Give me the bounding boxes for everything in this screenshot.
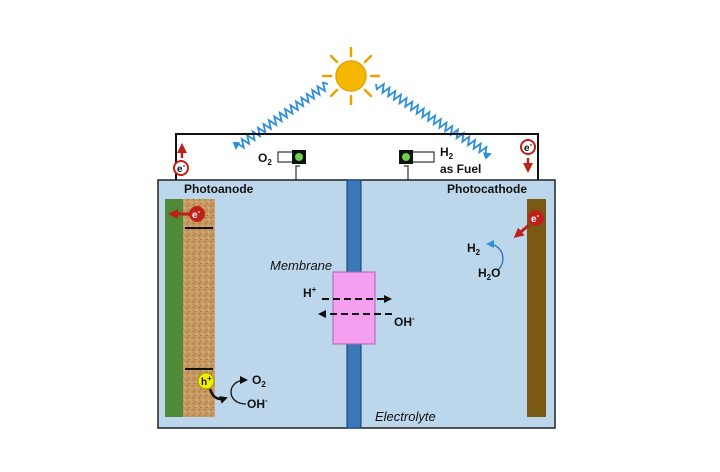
svg-text:O2: O2	[252, 373, 266, 389]
light-wave-left	[232, 81, 329, 150]
photocathode-label: Photocathode	[447, 182, 527, 196]
sun-icon	[321, 46, 381, 106]
h-plus-label: H+	[303, 285, 317, 300]
o2-gas-outlet	[277, 150, 306, 180]
photoanode-substrate	[165, 199, 183, 417]
svg-text:e-: e-	[524, 140, 533, 154]
photoanode-label: Photoanode	[184, 182, 254, 196]
wire-electron-right: e-	[520, 139, 536, 173]
h2-outlet-label: H2	[440, 145, 454, 161]
light-wave-right	[375, 82, 492, 160]
anode-electron: e-	[168, 206, 205, 222]
as-fuel-label: as Fuel	[440, 162, 481, 176]
svg-text:e-: e-	[177, 161, 186, 175]
photocathode-electrode	[527, 199, 546, 417]
membrane-label: Membrane	[270, 258, 332, 273]
svg-text:OH-: OH-	[247, 396, 268, 411]
oh-minus-label: OH-	[394, 314, 415, 329]
svg-text:H2: H2	[467, 241, 481, 257]
electrolyte-label: Electrolyte	[375, 409, 436, 424]
h2-gas-outlet	[399, 150, 435, 180]
svg-text:e-: e-	[192, 207, 201, 221]
ion-transport: H+ OH-	[303, 285, 415, 329]
membrane-box	[332, 271, 376, 345]
wire-electron-left: e-	[173, 143, 189, 176]
cathode-electron: e-	[513, 210, 544, 238]
anode-reaction: O2 OH-	[230, 373, 268, 411]
svg-text:e-: e-	[531, 211, 540, 225]
svg-text:H2O: H2O	[478, 266, 500, 282]
cathode-reaction: H2 H2O	[467, 240, 504, 282]
svg-text:h+: h+	[201, 374, 212, 388]
o2-outlet-label: O2	[258, 151, 272, 167]
anode-hole: h+	[197, 372, 228, 404]
